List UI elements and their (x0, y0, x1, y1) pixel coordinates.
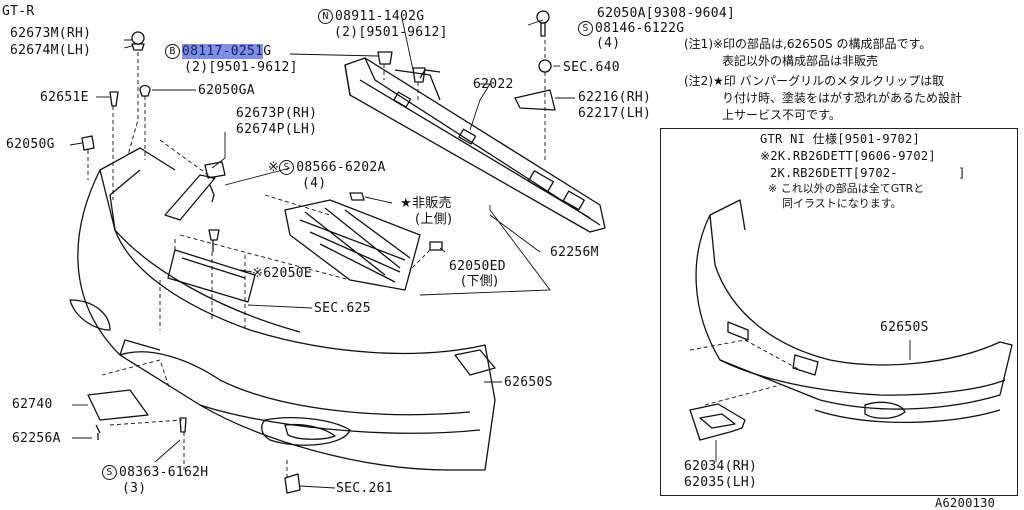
inset-spec-line-2: ※2K.RB26DETT[9606-9702] (760, 149, 936, 163)
part-qty-08363: (3) (122, 481, 147, 496)
part-label-62050ed[interactable]: 62050ED (449, 259, 506, 274)
part-qty-08566: (4) (302, 176, 327, 191)
nut-symbol-icon: N (318, 9, 333, 24)
note-2-line-1: (注2)★印 バンパーグリルのメタルクリップは取 (684, 74, 945, 88)
part-label-62217[interactable]: 62217(LH) (578, 106, 652, 121)
part-label-62674p[interactable]: 62674P(LH) (236, 122, 318, 137)
inset-spec-line-5: 同イラストになります。 (782, 197, 902, 210)
part-number-highlighted[interactable]: 08117-0251 (182, 44, 264, 59)
part-label-62216[interactable]: 62216(RH) (578, 90, 652, 105)
part-label-62651e[interactable]: 62651E (40, 90, 89, 105)
part-label-62650s-main[interactable]: 62650S (504, 375, 553, 390)
lower-shield (167, 249, 256, 303)
part-label-62050g[interactable]: 62050G (6, 137, 55, 152)
part-label-62256a[interactable]: 62256A (12, 431, 61, 446)
bolt-symbol-icon: B (165, 44, 180, 59)
inset-spec-line-1: GTR NI 仕様[9501-9702] (760, 132, 921, 146)
inset-spec-line-3: 2K.RB26DETT[9702- ] (770, 166, 966, 180)
inset-spec-line-4: ※ これ以外の部品は全てGTRと (768, 182, 925, 195)
part-number: 08363-6162H (119, 465, 209, 480)
section-ref-625[interactable]: SEC.625 (314, 301, 371, 316)
part-label-62650s-inset[interactable]: 62650S (880, 320, 929, 335)
part-label-62256m[interactable]: 62256M (550, 245, 599, 260)
part-label-62674m[interactable]: 62674M(LH) (10, 43, 92, 58)
model-title: GT-R (2, 4, 35, 19)
part-label-62050a[interactable]: 62050A[9308-9604] (597, 6, 736, 21)
part-suffix: G (263, 44, 272, 59)
section-ref-261[interactable]: SEC.261 (336, 481, 393, 496)
not-sold-upper-label: (上側) (415, 212, 453, 227)
part-number: 08566-6202A (296, 160, 386, 175)
part-number: 08146-6122G (595, 21, 685, 36)
part-label-62034[interactable]: 62034(RH) (684, 459, 758, 474)
part-label-62050e[interactable]: ※62050E (252, 266, 312, 281)
component-mark: ※ (268, 160, 280, 175)
part-qty-08117: (2)[9501-9612] (184, 60, 298, 75)
grille-mesh (284, 199, 421, 291)
note-2-line-2: り付け時、塗装をはがす恐れがあるため設計 (722, 91, 963, 105)
part-label-62035[interactable]: 62035(LH) (684, 475, 758, 490)
part-label-62673m[interactable]: 62673M(RH) (10, 26, 92, 41)
note-1-line-1: (注1)※印の部品は,62650S の構成部品です。 (684, 37, 932, 51)
lower-side-label: (下側) (461, 274, 499, 289)
part-label-62740[interactable]: 62740 (12, 397, 53, 412)
section-ref-640[interactable]: SEC.640 (563, 60, 620, 75)
diagram-id: A6200130 (935, 496, 996, 510)
bracket-62673p (164, 174, 216, 221)
part-qty-08911: (2)[9501-9612] (334, 25, 448, 40)
part-label-62673p[interactable]: 62673P(RH) (236, 106, 318, 121)
screw-symbol-icon: S (102, 465, 117, 480)
part-label-62022[interactable]: 62022 (473, 77, 514, 92)
part-qty-08146: (4) (596, 36, 621, 51)
not-sold-label: ★非販売 (400, 196, 452, 211)
part-label-62050ga[interactable]: 62050GA (198, 83, 255, 98)
part-number: 08911-1402G (335, 9, 425, 24)
note-2-line-3: 上サービス不可です。 (722, 108, 841, 122)
note-1-line-2: 表記以外の構成部品は非販売 (722, 54, 879, 68)
screw-symbol-icon: S (279, 160, 295, 175)
inset-bumper (689, 199, 1013, 441)
screw-symbol-icon: S (578, 21, 593, 36)
bracket-62216 (514, 89, 556, 111)
bumper-reinforcement (344, 57, 606, 233)
inset-variant-box (660, 128, 1018, 496)
bumper-cover-main (69, 147, 496, 471)
